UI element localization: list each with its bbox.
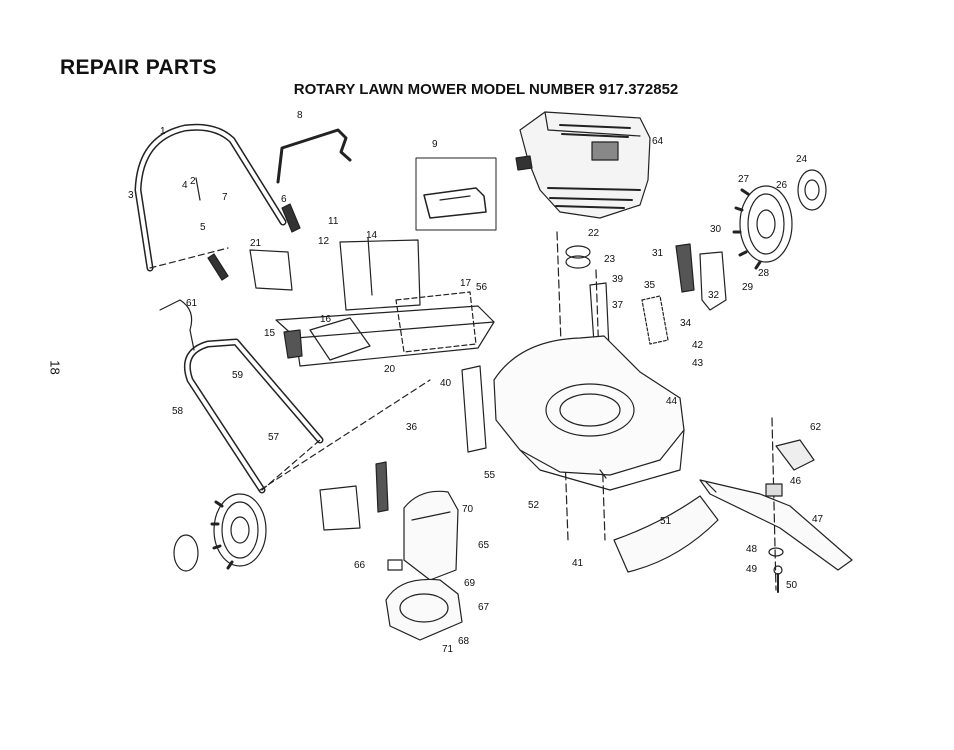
callout-51: 51 — [660, 516, 672, 527]
callout-31: 31 — [652, 248, 664, 259]
callout-64: 64 — [652, 136, 664, 147]
callout-41: 41 — [572, 558, 584, 569]
callout-27: 27 — [738, 174, 750, 185]
mulch-chute — [403, 490, 459, 581]
callout-71: 71 — [442, 644, 454, 655]
callout-2: 2 — [190, 176, 196, 187]
callout-70: 70 — [462, 504, 474, 515]
diagram-subtitle: ROTARY LAWN MOWER MODEL NUMBER 917.37285… — [293, 81, 679, 98]
callout-55: 55 — [484, 470, 496, 481]
callout-40: 40 — [440, 378, 452, 389]
callout-21: 21 — [250, 238, 262, 249]
washer — [768, 547, 784, 557]
callout-52: 52 — [528, 500, 540, 511]
callout-23: 23 — [604, 254, 616, 265]
handle-bracket-upper — [281, 203, 301, 233]
callout-67: 67 — [478, 602, 490, 613]
rear-frame-assembly — [275, 237, 495, 367]
callout-22: 22 — [588, 228, 600, 239]
callout-50: 50 — [786, 580, 798, 591]
callout-58: 58 — [172, 406, 184, 417]
callout-32: 32 — [708, 290, 720, 301]
callout-49: 49 — [746, 564, 758, 575]
callout-47: 47 — [812, 514, 824, 525]
callout-48: 48 — [746, 544, 758, 555]
baffle — [613, 495, 719, 573]
callout-42: 42 — [692, 340, 704, 351]
callout-1: 1 — [160, 126, 166, 137]
upper-handle — [134, 123, 287, 272]
callout-4: 4 — [182, 180, 188, 191]
mower-deck — [493, 335, 685, 491]
callout-30: 30 — [710, 224, 722, 235]
discharge-door-box — [415, 157, 497, 231]
hubcap-right — [797, 169, 827, 211]
control-cable — [159, 299, 195, 351]
center-axis — [556, 231, 569, 541]
callout-36: 36 — [406, 422, 418, 433]
blade-axis — [771, 417, 777, 591]
callout-37: 37 — [612, 300, 624, 311]
callout-29: 29 — [742, 282, 754, 293]
front-wheel-bracket-right — [675, 243, 695, 293]
callout-11: 11 — [328, 216, 339, 227]
callout-69: 69 — [464, 578, 476, 589]
callout-9: 9 — [432, 139, 438, 150]
callout-34: 34 — [680, 318, 692, 329]
lower-handle — [183, 338, 324, 494]
callout-20: 20 — [384, 364, 396, 375]
callout-62: 62 — [810, 422, 822, 433]
callout-6: 6 — [281, 194, 287, 205]
deflector-shield — [385, 578, 463, 641]
control-bail — [276, 128, 352, 184]
handle-bracket-lower — [207, 253, 229, 281]
callout-7: 7 — [222, 192, 228, 203]
callout-28: 28 — [758, 268, 770, 279]
engine — [515, 111, 651, 219]
height-adjuster-plate — [641, 295, 669, 345]
callout-15: 15 — [264, 328, 276, 339]
adapter-block — [765, 483, 783, 497]
callout-56: 56 — [476, 282, 488, 293]
callout-12: 12 — [318, 236, 330, 247]
blade-adapter — [775, 439, 815, 471]
mower-blade — [699, 479, 853, 571]
callout-39: 39 — [612, 274, 624, 285]
pulley — [565, 245, 591, 259]
callout-24: 24 — [796, 154, 808, 165]
callout-8: 8 — [297, 110, 303, 121]
rear-wheel-bracket — [375, 461, 389, 513]
callout-35: 35 — [644, 280, 656, 291]
callout-3: 3 — [128, 190, 134, 201]
callout-59: 59 — [232, 370, 244, 381]
callout-46: 46 — [790, 476, 802, 487]
callout-5: 5 — [200, 222, 206, 233]
hubcap-left — [173, 534, 199, 572]
front-right-wheel — [732, 185, 793, 270]
callout-68: 68 — [458, 636, 470, 647]
callout-16: 16 — [320, 314, 332, 325]
callout-66: 66 — [354, 560, 366, 571]
page-title: REPAIR PARTS — [60, 56, 217, 79]
small-block — [387, 559, 403, 571]
callout-17: 17 — [460, 278, 472, 289]
callout-57: 57 — [268, 432, 280, 443]
callout-43: 43 — [692, 358, 704, 369]
callout-61: 61 — [186, 298, 198, 309]
rear-shield — [249, 249, 293, 291]
callout-14: 14 — [366, 230, 378, 241]
rear-mounting-bracket — [461, 365, 487, 453]
callout-26: 26 — [776, 180, 788, 191]
rear-left-wheel — [210, 493, 267, 570]
callout-44: 44 — [666, 396, 678, 407]
callout-65: 65 — [478, 540, 490, 551]
